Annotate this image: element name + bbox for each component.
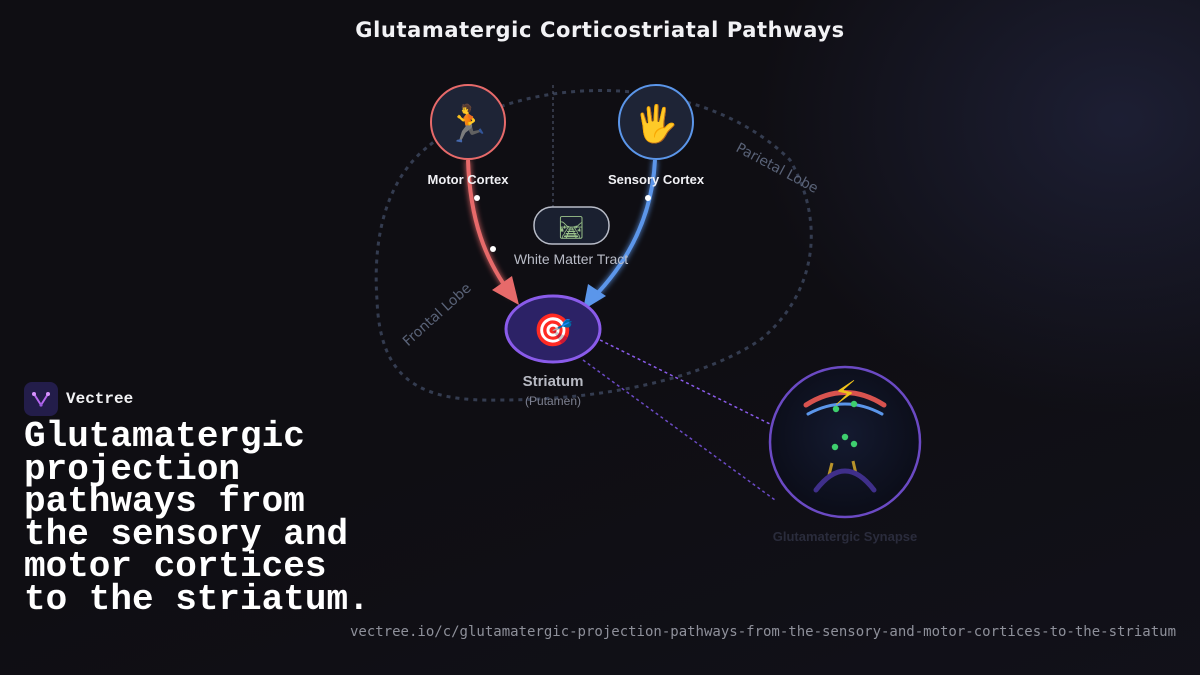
- tract-pill: [533, 206, 610, 245]
- motor-cortex-node[interactable]: 🏃 Motor Cortex: [428, 84, 510, 187]
- glutamate-vesicle: [841, 433, 849, 441]
- motor-cortex-circle: [430, 84, 506, 160]
- striatum-label: Striatum: [523, 373, 584, 390]
- brand-name: Vectree: [66, 390, 134, 408]
- glutamate-vesicle: [831, 443, 839, 451]
- presynaptic-terminal-outline: [806, 402, 884, 416]
- glutamatergic-synapse-inset[interactable]: ⚡ Glutamatergic Synapse: [768, 365, 922, 544]
- signal-particle: [645, 195, 651, 201]
- motor-cortex-label: Motor Cortex: [428, 172, 510, 187]
- signal-particle: [490, 246, 496, 252]
- target-icon: 🎯: [533, 311, 573, 349]
- frontal-lobe-label: Frontal Lobe: [400, 280, 475, 349]
- glutamatergic-synapse-label: Glutamatergic Synapse: [773, 529, 918, 544]
- putamen-sublabel: (Putamen): [525, 394, 581, 408]
- glutamate-vesicle: [832, 405, 840, 413]
- presynaptic-terminal: [803, 390, 887, 408]
- vectree-logo-icon: [24, 382, 58, 416]
- sensory-arrowhead: [583, 284, 606, 310]
- source-url[interactable]: vectree.io/c/glutamatergic-projection-pa…: [349, 624, 1176, 640]
- diagram-title: Glutamatergic Corticostriatal Pathways: [355, 18, 845, 42]
- white-matter-tract-label: White Matter Tract: [514, 251, 628, 267]
- sensory-pathway-arrow: [591, 159, 657, 300]
- brand: Vectree: [24, 382, 133, 416]
- hand-icon: 🖐: [634, 102, 679, 147]
- glutamate-vesicle: [850, 440, 858, 448]
- runner-icon: 🏃: [446, 103, 491, 145]
- sensory-cortex-circle: [618, 84, 694, 160]
- striatum-ellipse: [504, 294, 602, 364]
- striatum-node[interactable]: 🎯 Striatum (Putamen): [504, 294, 602, 408]
- white-matter-tract-node[interactable]: 🛤 White Matter Tract: [514, 206, 628, 267]
- signal-particle: [474, 195, 480, 201]
- sensory-cortex-node[interactable]: 🖐 Sensory Cortex: [608, 84, 705, 187]
- motor-arrowhead: [492, 276, 519, 305]
- synapse-connector-line: [599, 339, 771, 425]
- headline: Glutamatergic projection pathways from t…: [24, 416, 370, 620]
- brain-outline: [374, 88, 813, 402]
- synapse-connector-line: [582, 359, 776, 501]
- sensory-cortex-label: Sensory Cortex: [608, 172, 705, 187]
- receptor: [827, 462, 834, 476]
- railway-track-icon: 🛤: [557, 216, 585, 241]
- glutamate-vesicle: [850, 400, 858, 408]
- postsynaptic-membrane: [813, 468, 877, 493]
